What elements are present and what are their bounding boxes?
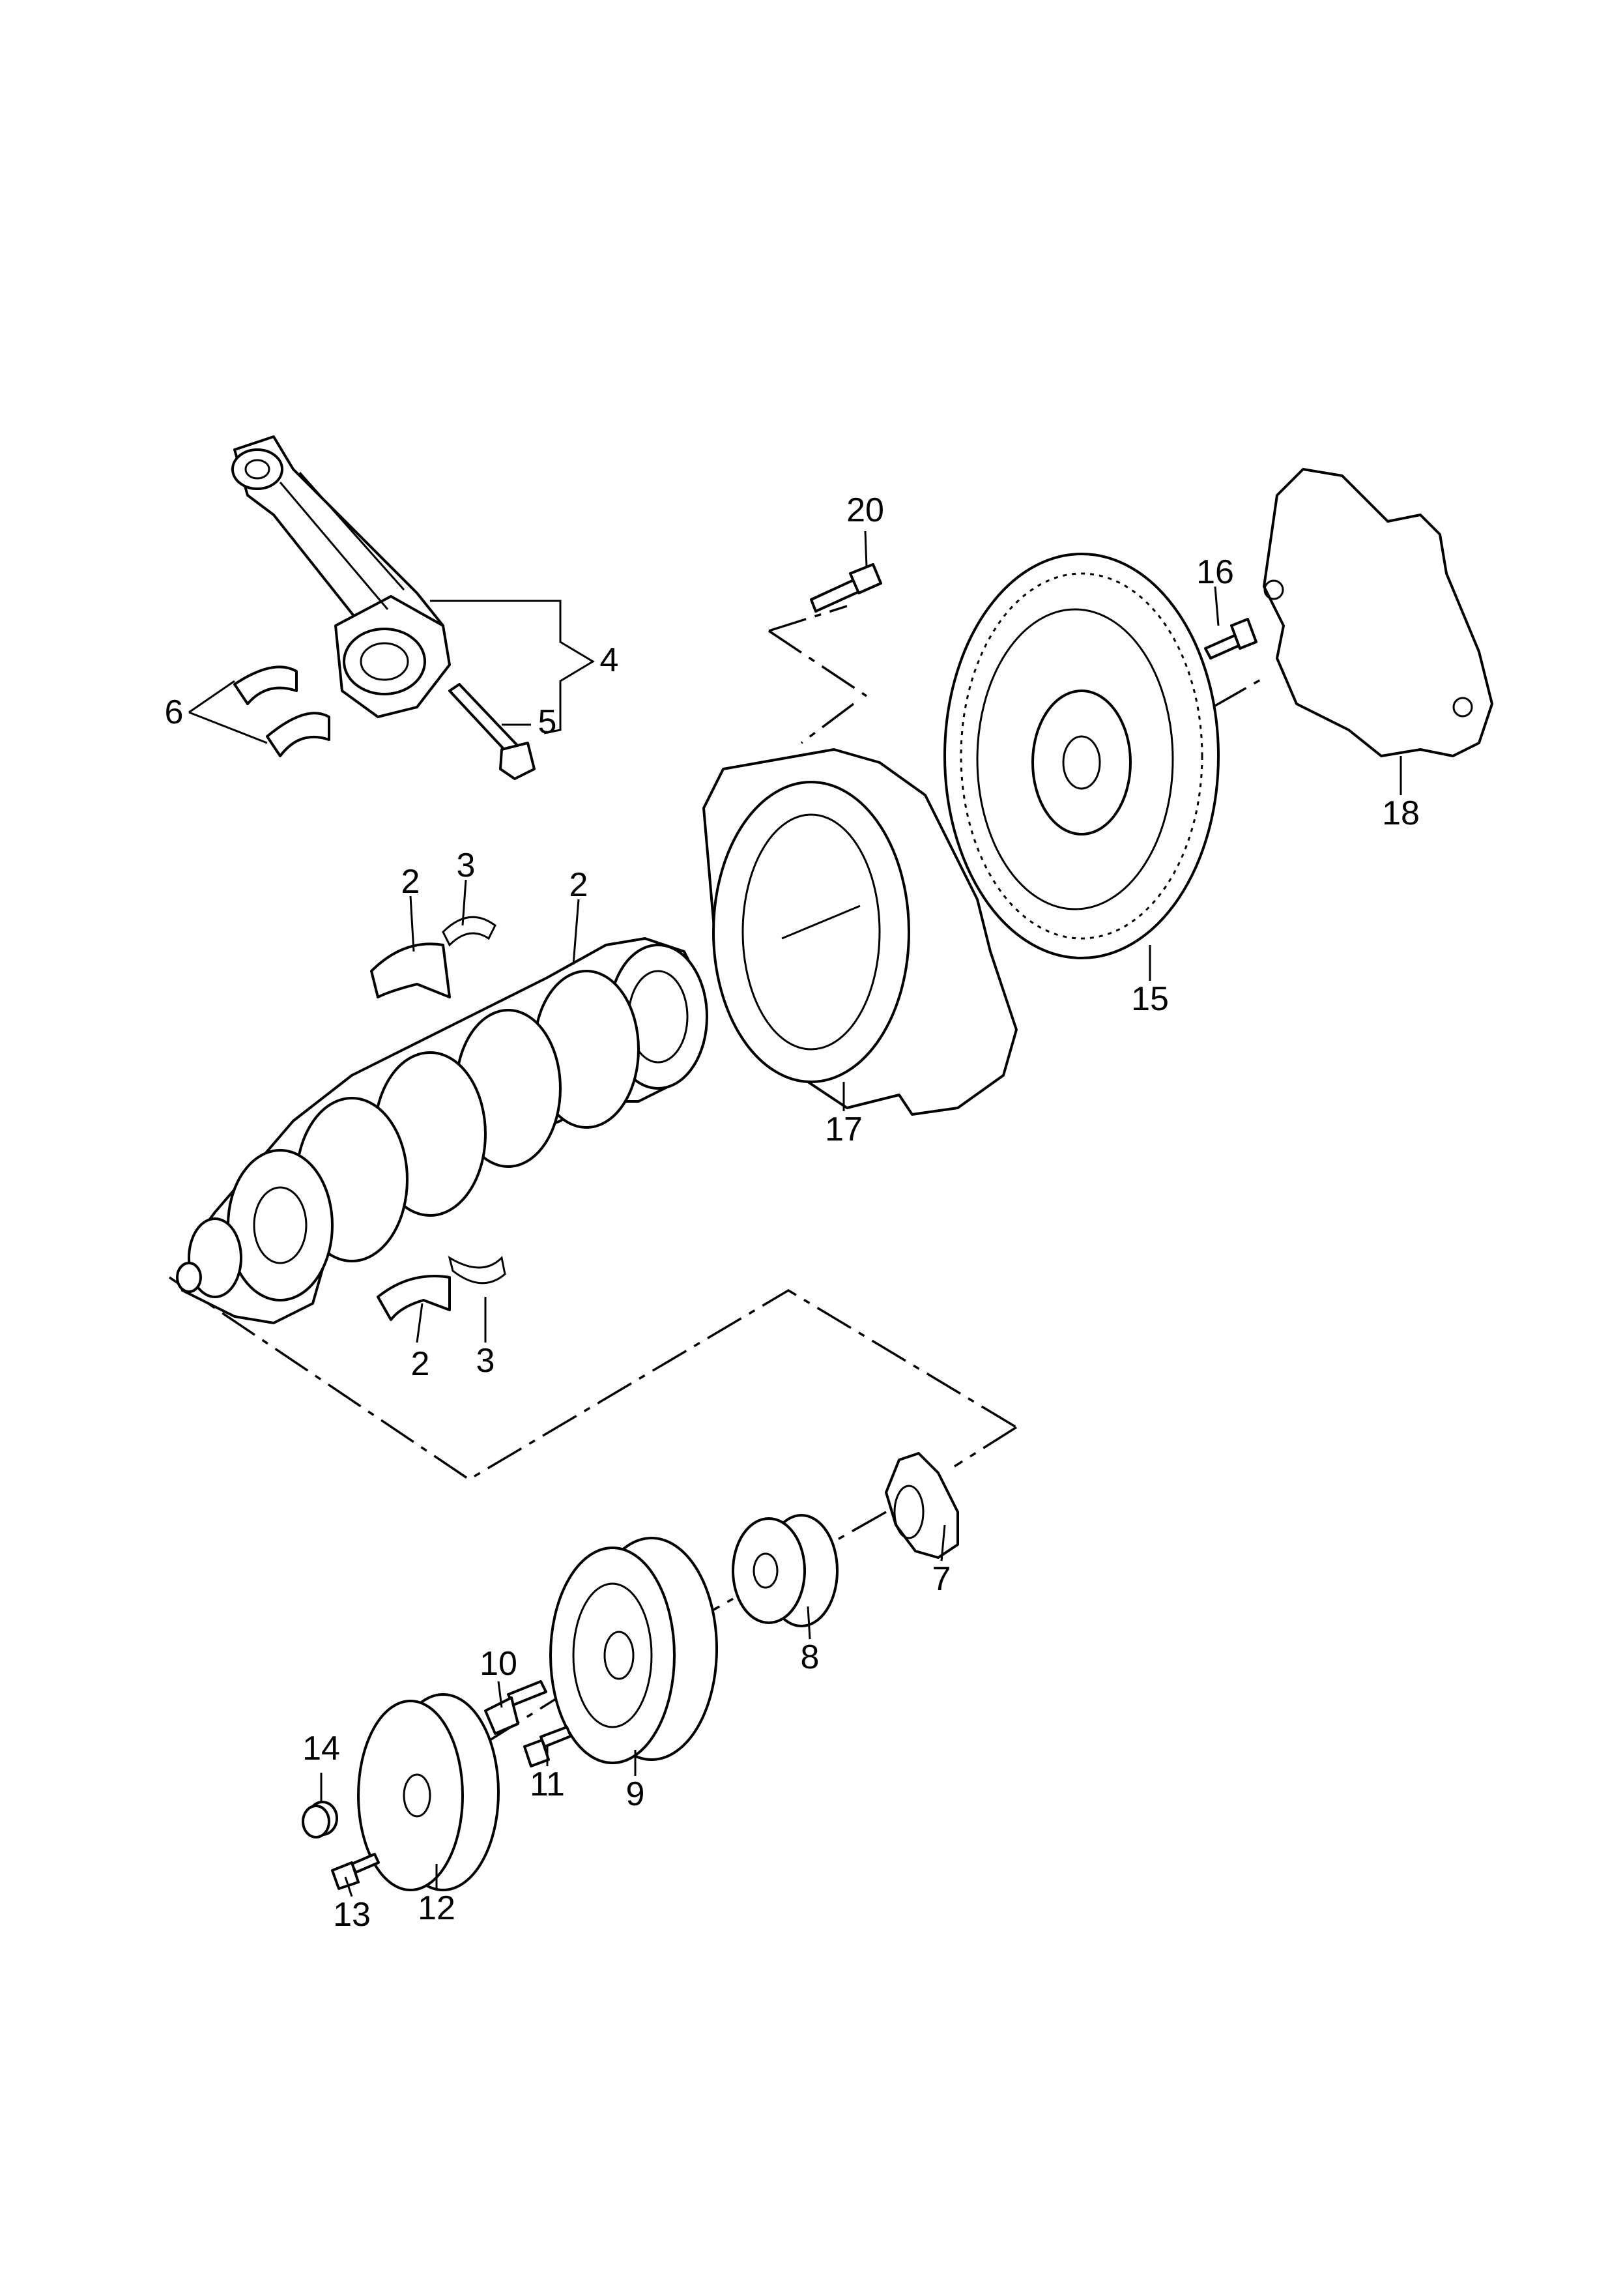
sealing-flange-housing — [702, 748, 1018, 1116]
callout-5: 5 — [538, 703, 557, 741]
callout-13: 13 — [333, 1896, 371, 1934]
intermediate-plate — [1263, 468, 1493, 757]
callout-7: 7 — [932, 1560, 951, 1598]
callout-12: 12 — [418, 1889, 455, 1927]
main-bearing-shell-upper — [370, 942, 451, 998]
callout-labels: 2 2 2 3 3 4 5 6 7 8 9 10 11 12 13 14 15 … — [165, 491, 1420, 1934]
callout-16: 16 — [1196, 553, 1234, 591]
callout-2-upper: 2 — [401, 863, 420, 901]
con-rod-bearing-shells — [233, 665, 330, 757]
callout-15: 15 — [1131, 980, 1169, 1018]
vibration-damper — [549, 1537, 718, 1764]
callout-2-lower: 2 — [411, 1345, 430, 1383]
callout-9: 9 — [626, 1775, 645, 1813]
callout-4: 4 — [600, 641, 619, 679]
callout-1: 2 — [569, 866, 588, 904]
thrust-washer-lower — [448, 1255, 506, 1285]
callout-11: 11 — [530, 1766, 565, 1803]
callout-6: 6 — [165, 693, 184, 731]
flange-bolt — [810, 563, 882, 613]
pulley-cap — [302, 1801, 338, 1838]
callout-14: 14 — [302, 1730, 340, 1767]
callout-20: 20 — [846, 491, 884, 529]
leader-lines — [188, 530, 1402, 1897]
callout-17: 17 — [825, 1111, 863, 1148]
callout-8: 8 — [801, 1638, 820, 1676]
callout-3-lower: 3 — [476, 1342, 495, 1380]
damper-bolt-10 — [484, 1680, 547, 1735]
crankshaft — [176, 937, 708, 1324]
belt-pulley — [357, 1693, 500, 1891]
connecting-rod — [231, 435, 451, 718]
callout-3-upper: 3 — [457, 847, 476, 884]
damper-bolt-11 — [523, 1726, 572, 1767]
crankshaft-seal — [732, 1514, 839, 1627]
flywheel — [943, 553, 1220, 959]
flywheel-bolt — [1204, 618, 1257, 660]
callout-10: 10 — [480, 1645, 517, 1683]
thrust-washer-upper — [442, 916, 496, 947]
connecting-rod-bolt — [448, 683, 536, 780]
main-bearing-shell-lower — [377, 1275, 451, 1321]
crankshaft-timing-gear — [885, 1452, 959, 1559]
callout-18: 18 — [1382, 794, 1420, 832]
pulley-bolt — [331, 1853, 380, 1890]
